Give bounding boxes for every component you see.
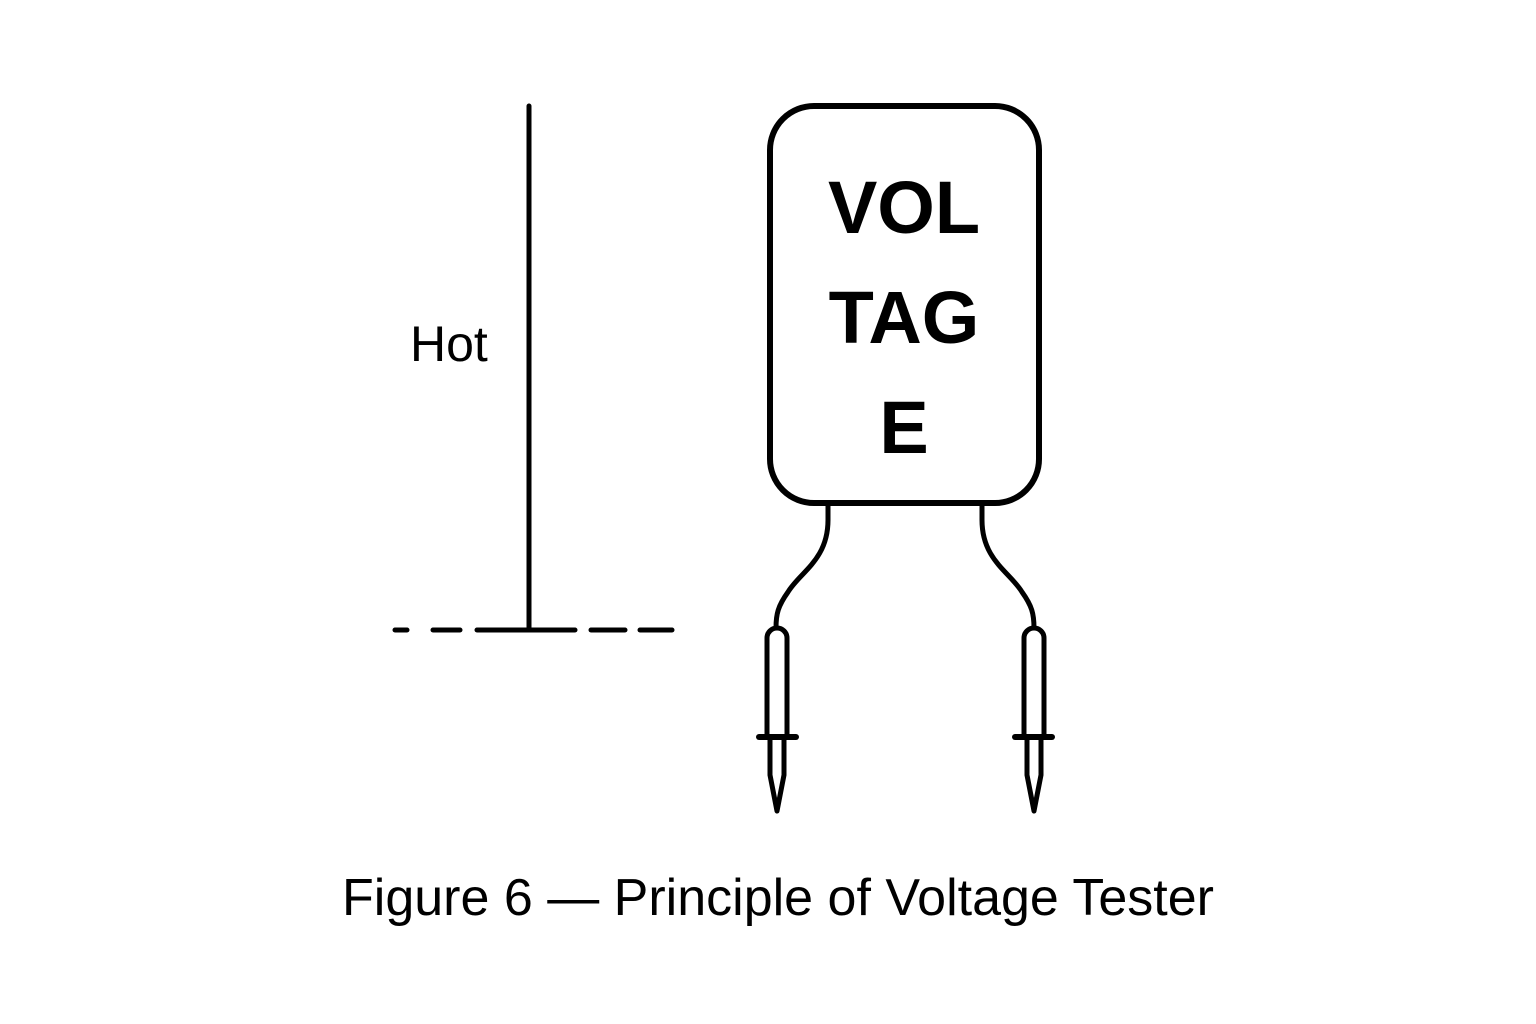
tester-housing: [767, 103, 1042, 506]
left-probe-tip: [767, 736, 787, 814]
left-lead-wire: [773, 503, 831, 631]
left-probe-handle: [764, 625, 790, 740]
right-probe-handle: [1021, 625, 1047, 740]
tester-display-line-1: VOL: [828, 166, 980, 249]
right-lead-wire: [979, 503, 1037, 631]
figure-caption: Figure 6 — Principle of Voltage Tester: [342, 869, 1214, 927]
right-probe-tip: [1024, 736, 1044, 814]
tester-display-line-3: E: [879, 386, 928, 469]
hot-label: Hot: [410, 316, 488, 372]
left-probe: [756, 625, 799, 814]
right-probe: [1012, 625, 1055, 814]
tester-display-line-2: TAG: [829, 276, 980, 359]
tester-body: VOL TAG E: [767, 103, 1042, 506]
